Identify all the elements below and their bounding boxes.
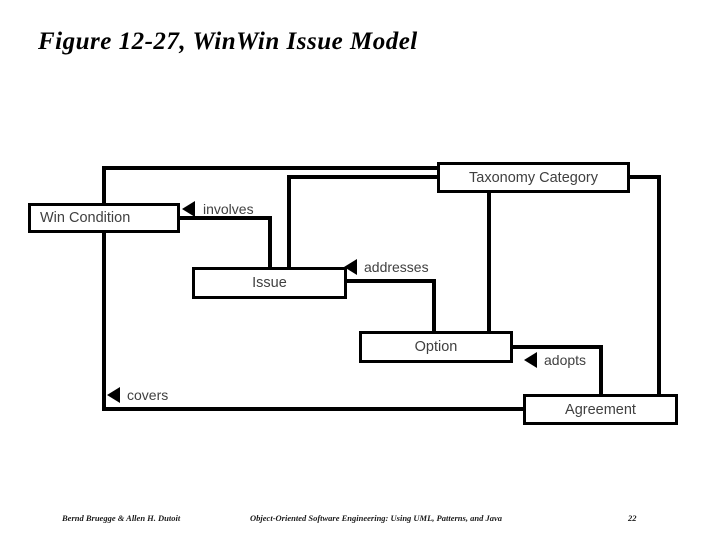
edge-addresses-vertical bbox=[432, 279, 436, 333]
node-agreement: Agreement bbox=[523, 394, 678, 425]
node-win-condition: Win Condition bbox=[28, 203, 180, 233]
edge-issue-to-taxonomy-horizontal bbox=[287, 175, 437, 179]
slide-footer: Bernd Bruegge & Allen H. Dutoit Object-O… bbox=[0, 511, 720, 527]
addresses-arrowhead-icon bbox=[344, 259, 357, 275]
node-issue-label: Issue bbox=[252, 275, 287, 291]
node-taxonomy-category-label: Taxonomy Category bbox=[469, 169, 598, 186]
node-option-label: Option bbox=[414, 339, 458, 355]
edge-taxonomy-to-agreement-vertical bbox=[657, 175, 661, 396]
association-label-addresses: addresses bbox=[364, 259, 429, 275]
edge-addresses-horizontal bbox=[346, 279, 436, 283]
covers-arrowhead-icon bbox=[107, 387, 120, 403]
footer-authors: Bernd Bruegge & Allen H. Dutoit bbox=[62, 513, 181, 523]
association-label-adopts: adopts bbox=[544, 352, 587, 368]
edge-taxonomy-to-option-vertical bbox=[487, 192, 491, 333]
adopts-arrowhead-icon bbox=[524, 352, 537, 368]
edge-win-condition-to-taxonomy-horizontal bbox=[102, 166, 437, 170]
node-option: Option bbox=[359, 331, 513, 363]
edge-involves-horizontal bbox=[179, 216, 272, 220]
edge-covers-horizontal bbox=[102, 407, 525, 411]
association-label-involves: involves bbox=[203, 201, 254, 217]
node-issue: Issue bbox=[192, 267, 347, 299]
association-label-covers: covers bbox=[127, 387, 169, 403]
edge-involves-vertical bbox=[268, 216, 272, 269]
node-win-condition-label: Win Condition bbox=[40, 210, 131, 226]
node-agreement-label: Agreement bbox=[565, 401, 636, 418]
footer-book-title: Object-Oriented Software Engineering: Us… bbox=[250, 513, 502, 523]
edge-adopts-vertical bbox=[599, 345, 603, 396]
slide-title: Figure 12-27, WinWin Issue Model bbox=[38, 28, 418, 55]
involves-arrowhead-icon bbox=[182, 201, 195, 217]
edge-issue-to-taxonomy-vertical bbox=[287, 175, 291, 269]
node-taxonomy-category: Taxonomy Category bbox=[437, 162, 630, 193]
footer-page-number: 22 bbox=[628, 513, 637, 523]
edge-win-condition-to-taxonomy-vertical bbox=[102, 166, 106, 411]
edge-adopts-horizontal bbox=[512, 345, 603, 349]
edge-taxonomy-to-agreement-horizontal bbox=[629, 175, 661, 179]
